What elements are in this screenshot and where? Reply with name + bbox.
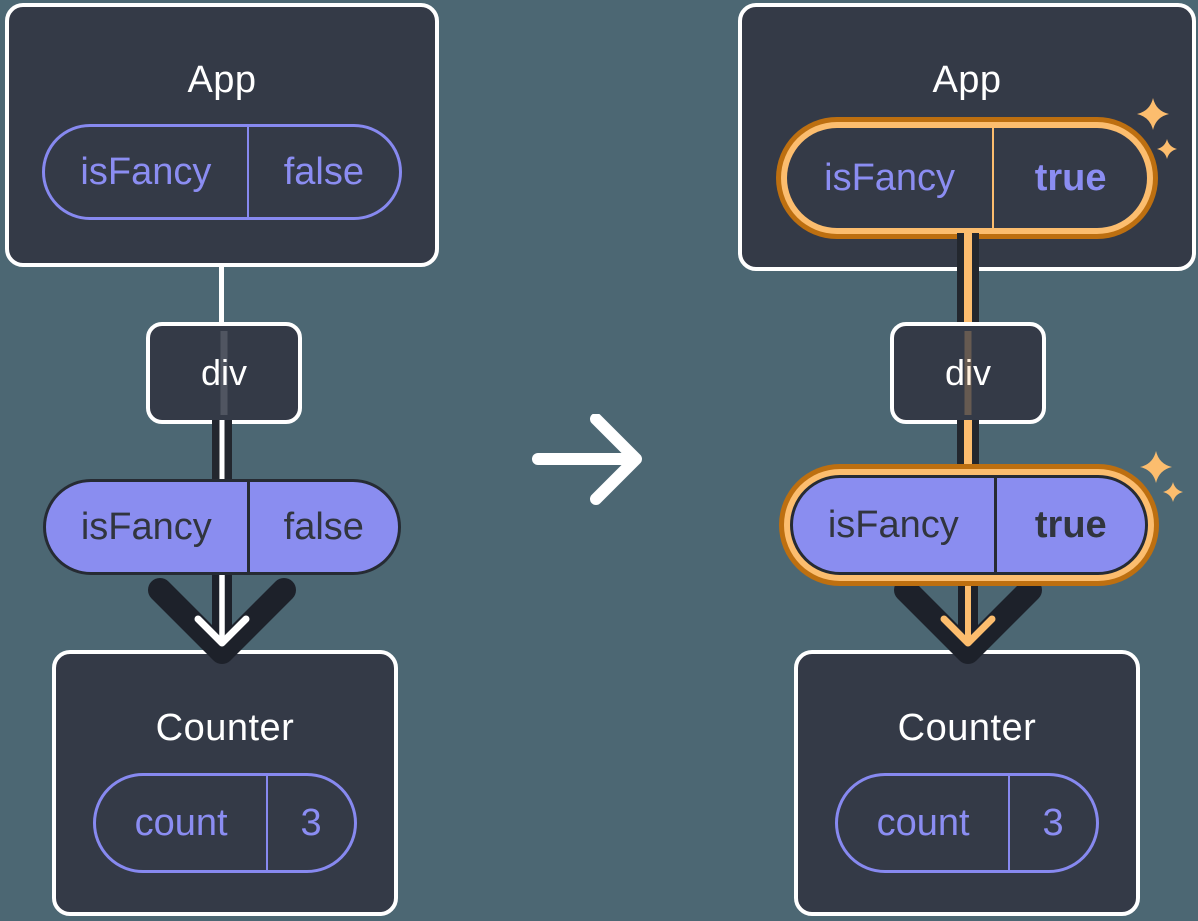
div-node-before: div [146,322,302,424]
prop-flow-core [964,420,972,472]
prop-value: true [993,478,1145,572]
state-value: 3 [1008,776,1096,870]
state-value: false [246,127,399,217]
highlight-ring: isFancy true [781,122,1153,234]
prop-pill-after-highlight: isFancy true [779,464,1159,586]
highlight-ring: isFancy true [784,469,1154,581]
state-value: true [992,128,1147,228]
counter-card-after: Counter count 3 [794,650,1140,916]
prop-value: false [246,482,398,572]
sparkle-icon [1140,451,1183,502]
prop-flow-core [964,233,972,324]
prop-flow-trace [964,331,972,415]
prop-flow-core [219,420,225,482]
counter-title: Counter [155,707,295,749]
div-label: div [944,352,992,393]
div-to-prop-shaft-before [212,420,232,482]
state-name: isFancy [824,156,956,199]
app-to-div-shaft-after [957,233,979,324]
state-name: count [876,801,970,844]
down-arrow-icon [148,570,296,664]
counter-card-before: Counter count 3 [52,650,398,916]
prop-name: isFancy [827,503,959,546]
app-state-pill-before: isFancy false [42,124,402,220]
state-name: isFancy [80,150,212,193]
prop-name: isFancy [80,505,212,548]
div-to-prop-shaft-after [957,420,979,472]
prop-pill-before: isFancy false [43,479,401,575]
app-state-pill-after: isFancy true [787,128,1147,228]
app-title: App [932,59,1002,101]
counter-state-pill-after: count 3 [835,773,1099,873]
right-arrow-icon [532,414,642,505]
prop-pill-after: isFancy true [790,475,1148,575]
counter-title: Counter [897,707,1037,749]
sparkle-icon [1137,98,1177,159]
state-name: count [134,801,228,844]
app-title: App [187,59,257,101]
div-node-after: div [890,322,1046,424]
app-state-pill-after-highlight: isFancy true [776,117,1158,239]
div-label: div [200,352,248,393]
counter-state-pill-before: count 3 [93,773,357,873]
state-value: 3 [266,776,354,870]
app-card-before: App isFancy false [5,3,439,267]
app-card-after: App isFancy true [738,3,1196,271]
prop-flow-trace [220,331,228,415]
app-to-div-connector-before [219,265,224,326]
